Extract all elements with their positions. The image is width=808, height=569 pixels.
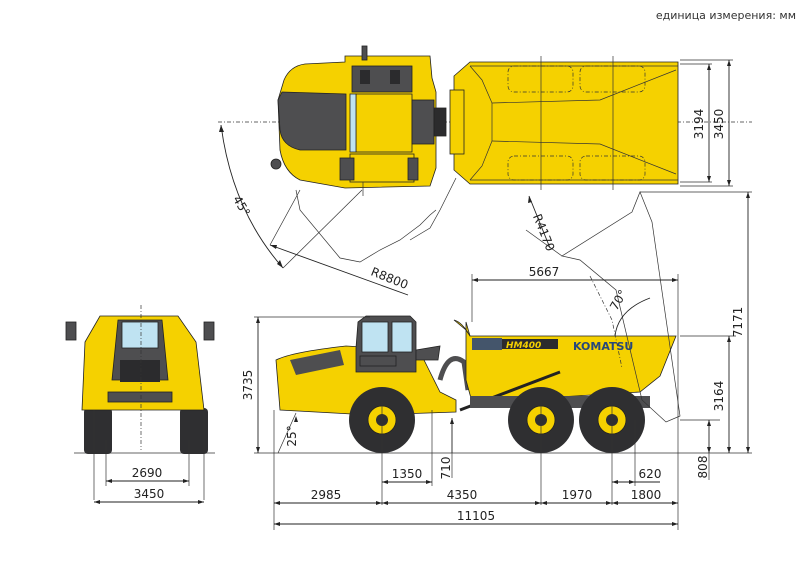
dim-808: 808 [696,456,710,479]
side-view: HM400 KOMATSU R4170 5667 70° 7 [241,191,752,530]
top-view: 3194 3450 45° R8800 [218,45,752,296]
dim-3450-top: 3450 [712,109,726,140]
dim-710: 710 [439,457,453,480]
dim-70-deg: 70° [607,287,630,312]
dim-1350: 1350 [392,467,423,481]
dim-3164: 3164 [712,381,726,412]
dim-R4170: R4170 [530,212,558,253]
dim-3194: 3194 [692,109,706,140]
dim-25-deg: 25° [285,425,299,446]
dim-620: 620 [639,467,662,481]
dump-body-top-view [449,56,679,190]
dim-2985: 2985 [311,488,342,502]
dim-2690: 2690 [132,466,163,480]
front-view: 2690 3450 [65,305,215,504]
dim-1800: 1800 [631,488,662,502]
dump-width-dimensions: 3194 3450 [680,59,733,187]
tractor-top-view [270,45,447,196]
raised-dump-body [561,191,681,423]
dim-3735: 3735 [241,370,255,401]
dim-45-deg: 45° [230,193,253,218]
dim-3450-front: 3450 [134,487,165,501]
dump-body-side [465,321,677,403]
units-label: единица измерения: мм [655,9,796,22]
brand-logo: KOMATSU [573,340,633,353]
dim-4350: 4350 [447,488,478,502]
model-badge: HM400 [506,341,541,351]
dim-7171: 7171 [731,307,745,338]
dim-11105: 11105 [457,509,495,523]
dim-1970: 1970 [562,488,593,502]
dim-5667: 5667 [529,265,560,279]
